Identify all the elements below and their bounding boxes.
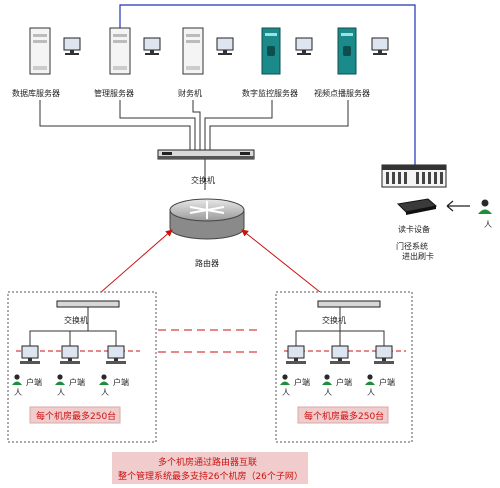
machine-room-2: 交换机 人 户端 bbox=[275, 291, 413, 443]
client-1b: 人 户端 bbox=[55, 345, 85, 397]
monitor-icon bbox=[20, 345, 40, 364]
capacity-note: 每个机房最多250台 bbox=[36, 410, 116, 422]
server-wires bbox=[39, 100, 349, 150]
client-1c: 人 户端 bbox=[99, 345, 129, 397]
person-icon bbox=[322, 374, 332, 385]
person-icon bbox=[12, 374, 22, 385]
monitor-icon bbox=[143, 37, 161, 55]
client-2a: 人 户端 bbox=[280, 345, 310, 397]
room-switch: 交换机 bbox=[317, 300, 381, 325]
room-switch-label: 交换机 bbox=[322, 315, 346, 325]
capacity-note: 每个机房最多250台 bbox=[304, 410, 384, 422]
client-label: 户端 bbox=[69, 377, 85, 387]
person-label: 人 bbox=[57, 388, 65, 397]
client-label: 户端 bbox=[379, 377, 395, 387]
person-label: 人 bbox=[282, 388, 290, 397]
access-link-line bbox=[119, 4, 416, 165]
server-row: 数据库服务器 管理服务器 财务机 bbox=[12, 27, 389, 98]
switch-icon bbox=[56, 300, 120, 308]
monitor-icon bbox=[216, 37, 234, 55]
footer-line-2: 整个管理系统最多支持26个机房（26个子网） bbox=[118, 470, 303, 482]
video-monitoring-server: 数字监控服务器 bbox=[242, 27, 313, 98]
switch-icon bbox=[317, 300, 381, 308]
room-switch-label: 交换机 bbox=[64, 315, 88, 325]
server-tower-icon bbox=[29, 27, 51, 75]
monitor-icon bbox=[106, 345, 126, 364]
router-room2-link bbox=[241, 229, 331, 301]
card-reader-label: 读卡设备 bbox=[398, 224, 430, 234]
server-label: 财务机 bbox=[178, 88, 202, 98]
management-server: 管理服务器 bbox=[94, 27, 161, 98]
client-1a: 人 户端 bbox=[12, 345, 42, 397]
footer-line-1: 多个机房通过路由器互联 bbox=[158, 456, 257, 468]
machine-room-1: 交换机 人 户端 bbox=[7, 291, 157, 443]
person-icon bbox=[55, 374, 65, 385]
person-icon bbox=[365, 374, 375, 385]
router-room1-link bbox=[91, 229, 173, 301]
monitor-icon bbox=[371, 37, 389, 55]
router-label: 路由器 bbox=[195, 258, 219, 268]
server-label: 数据库服务器 bbox=[12, 88, 60, 98]
server-tower-icon bbox=[182, 27, 204, 75]
monitor-icon bbox=[330, 345, 350, 364]
monitor-icon bbox=[60, 345, 80, 364]
person-label: 人 bbox=[324, 388, 332, 397]
person-label: 人 bbox=[484, 220, 492, 229]
router: 路由器 bbox=[169, 198, 245, 268]
client-2c: 人 户端 bbox=[365, 345, 395, 397]
card-reader-icon bbox=[396, 198, 438, 215]
monitor-icon bbox=[295, 37, 313, 55]
client-label: 户端 bbox=[336, 377, 352, 387]
router-icon bbox=[169, 198, 245, 240]
building-icon bbox=[381, 164, 447, 188]
monitor-icon bbox=[286, 345, 306, 364]
access-system-label-2: 进出刷卡 bbox=[402, 251, 434, 261]
client-label: 户端 bbox=[26, 377, 42, 387]
client-label: 户端 bbox=[113, 377, 129, 387]
card-reader-group: 人 读卡设备 门径系统 进出刷卡 bbox=[381, 164, 492, 261]
person-label: 人 bbox=[367, 388, 375, 397]
client-2b: 人 户端 bbox=[322, 345, 352, 397]
core-switch-label: 交换机 bbox=[191, 175, 215, 185]
left-arrow-icon bbox=[446, 200, 470, 212]
person-label: 人 bbox=[101, 388, 109, 397]
finance-server: 财务机 bbox=[178, 27, 234, 98]
capacity-note-box bbox=[297, 406, 389, 424]
person-icon bbox=[478, 199, 492, 214]
database-server: 数据库服务器 bbox=[12, 27, 81, 98]
monitor-icon bbox=[374, 345, 394, 364]
server-tower-icon bbox=[109, 27, 131, 75]
client-label: 户端 bbox=[294, 377, 310, 387]
person-icon bbox=[280, 374, 290, 385]
server-label: 视频点播服务器 bbox=[314, 88, 370, 98]
vod-server: 视频点播服务器 bbox=[314, 27, 389, 98]
person-icon bbox=[99, 374, 109, 385]
access-system-label-1: 门径系统 bbox=[396, 241, 428, 251]
core-switch: 交换机 bbox=[157, 149, 255, 185]
monitor-icon bbox=[63, 37, 81, 55]
server-label: 数字监控服务器 bbox=[242, 88, 298, 98]
server-label: 管理服务器 bbox=[94, 88, 134, 98]
footer-note: 多个机房通过路由器互联 整个管理系统最多支持26个机房（26个子网） bbox=[112, 452, 308, 484]
capacity-note-box bbox=[29, 406, 121, 424]
footer-note-box bbox=[112, 452, 308, 484]
person-label: 人 bbox=[14, 388, 22, 397]
